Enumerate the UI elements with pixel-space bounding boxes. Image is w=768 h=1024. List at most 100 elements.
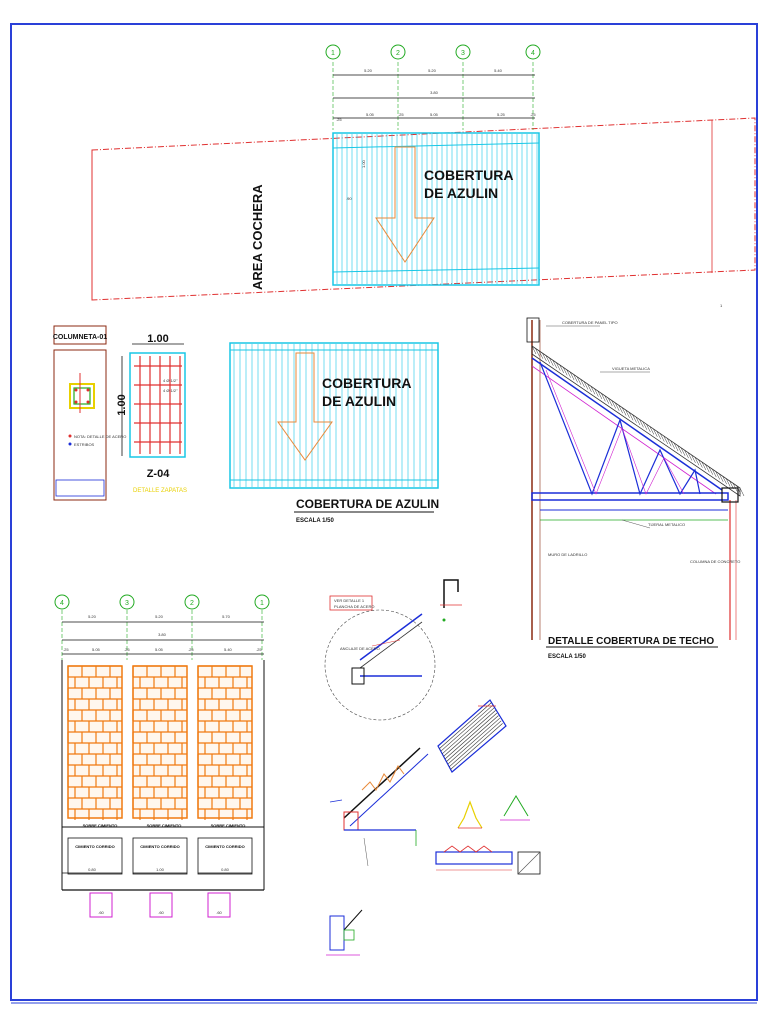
truss-hatch-tick	[642, 421, 648, 430]
truss-web-inner	[545, 369, 685, 495]
wall-axis-bubble	[119, 594, 135, 610]
truss-hatch-tick	[698, 459, 703, 468]
slope-arrow	[375, 146, 435, 263]
cover-outline	[229, 342, 439, 489]
footing-pad-1	[89, 892, 113, 918]
cover-title: COBERTURA DE AZULIN	[296, 497, 439, 511]
wall-axis-bubble	[54, 594, 70, 610]
wall-axis-label: 2	[190, 600, 194, 607]
cover-slope-arrow	[277, 352, 333, 461]
callout-leader	[371, 639, 401, 647]
column-bar-2	[86, 388, 90, 392]
footing-pad-2	[149, 892, 173, 918]
truss-hatch-tick	[573, 374, 578, 383]
plan-axis-label: 2	[396, 50, 400, 57]
truss-hatch-tick	[687, 452, 693, 461]
truss-hatch-tick	[670, 440, 675, 449]
roof-plan-eave-bottom	[332, 267, 540, 273]
footing-label: Z-04	[147, 468, 171, 480]
wall-label-top-1: SOBRE CIMIENTO	[83, 823, 118, 828]
wall-dim-top-2: 5.20	[155, 614, 164, 619]
profile-b	[503, 795, 529, 817]
wall-label-top-2: SOBRE CIMIENTO	[147, 823, 182, 828]
wall-axis-bubble	[254, 594, 270, 610]
wall-foot-width-1: .60	[98, 910, 104, 915]
sheet-frame	[10, 23, 758, 1001]
truss-hatch-tick	[660, 433, 665, 442]
truss-scale: ESCALA 1/50	[548, 654, 586, 660]
footing-dim-side: 1.00	[116, 394, 128, 415]
column-title-box	[53, 325, 107, 345]
column-legend-dot-2	[68, 442, 72, 446]
wall-dim-bottom-5: .25	[188, 647, 194, 652]
foundation-1	[67, 837, 123, 875]
wall-label-top-3: SOBRE CIMIENTO	[211, 823, 246, 828]
cover-hatch	[233, 344, 433, 487]
truss-hatch-tick	[538, 350, 544, 359]
truss-hatch-tick	[680, 447, 686, 456]
column-legend-1: NOTA: DETALLE DE ACERO	[74, 434, 126, 439]
plan-cover-label-2: DE AZULIN	[424, 185, 498, 201]
footing-detail: 1.00 1.00 Z-04 DETALLE ZAPATAS 4 Ø 1/2" …	[116, 333, 187, 494]
truss-hatch-tick	[701, 461, 707, 471]
truss-top-chord	[531, 357, 723, 491]
plan-dim-top-1: 5.20	[364, 68, 373, 73]
garage-boundary	[91, 117, 756, 301]
footing-bar-2: 4 Ø 1/2"	[163, 388, 178, 393]
truss-hatch-tick	[632, 414, 637, 423]
plan-axis-bubble	[525, 44, 541, 60]
truss-hatch-tick	[583, 381, 589, 390]
brick-walls	[67, 665, 253, 820]
panel-iso-line	[449, 720, 502, 768]
post-detail	[329, 915, 345, 951]
plan-dim-top-2: 5.20	[428, 68, 437, 73]
truss-hatch-tick	[628, 412, 634, 421]
wall-dim-bottom-6: 5.40	[224, 647, 233, 652]
truss-hatch-tick	[569, 371, 575, 381]
truss-hatch-tick	[611, 400, 616, 409]
truss-web	[539, 361, 701, 496]
truss-hatch-tick	[656, 431, 662, 440]
cover-scale: ESCALA 1/50	[296, 518, 334, 524]
truss-hatch-tick	[677, 445, 682, 454]
truss-title: DETALLE COBERTURA DE TECHO	[548, 636, 714, 647]
column-detail: COLUMNETA-01 NOTA: DETALLE DE ACERO ESTR…	[53, 325, 126, 501]
plan-axis-label: 4	[531, 50, 535, 57]
slope-section-rafter	[349, 753, 429, 827]
truss-hatch-tick	[673, 442, 679, 452]
profile-a	[457, 800, 483, 829]
truss-note-5: COLUMNA DE CONCRETO	[690, 559, 740, 564]
truss-hatch-tick	[691, 454, 696, 463]
truss-hatch-tick	[608, 397, 613, 407]
wall-foot-dim-1: 0.80	[88, 867, 97, 872]
column-frame	[53, 349, 107, 501]
truss-hatch-tick	[566, 369, 571, 378]
strip-detail	[435, 851, 513, 865]
panel-iso-line	[446, 715, 499, 762]
footing-sublabel: DETALLE ZAPATAS	[133, 488, 187, 494]
truss-note-4: MURO DE LADRILLO	[548, 552, 587, 557]
footing-dim-top: 1.00	[147, 333, 168, 345]
wall-dim-bottom-1: .25	[63, 647, 69, 652]
wall-dim-total: 3.80	[158, 632, 167, 637]
roof-plan-eave-top	[332, 142, 540, 149]
slope-section-top	[343, 747, 421, 819]
column-title: COLUMNETA-01	[53, 334, 107, 341]
post-plate	[343, 929, 355, 941]
truss-hatch-tick	[618, 405, 623, 414]
truss-hatch-tick	[725, 478, 731, 487]
cover-label-2: DE AZULIN	[322, 393, 396, 409]
truss-top-chord-inner	[531, 365, 717, 495]
truss-hatch-tick	[732, 483, 738, 492]
brick-panel	[67, 665, 123, 819]
truss-hatch-tick	[614, 402, 620, 411]
truss-hatch-tick	[604, 395, 610, 404]
truss-hatch-tick	[590, 386, 596, 395]
column-legend-dot-1	[68, 434, 72, 438]
plan-dim-bottom-2: 5.05	[366, 112, 375, 117]
callout-1: VER DETALLE 1	[334, 598, 365, 603]
foundation-3	[197, 837, 253, 875]
slope-section-tick	[329, 799, 343, 803]
truss-hatch-tick	[649, 426, 655, 435]
truss-hatch-tick	[531, 345, 537, 355]
